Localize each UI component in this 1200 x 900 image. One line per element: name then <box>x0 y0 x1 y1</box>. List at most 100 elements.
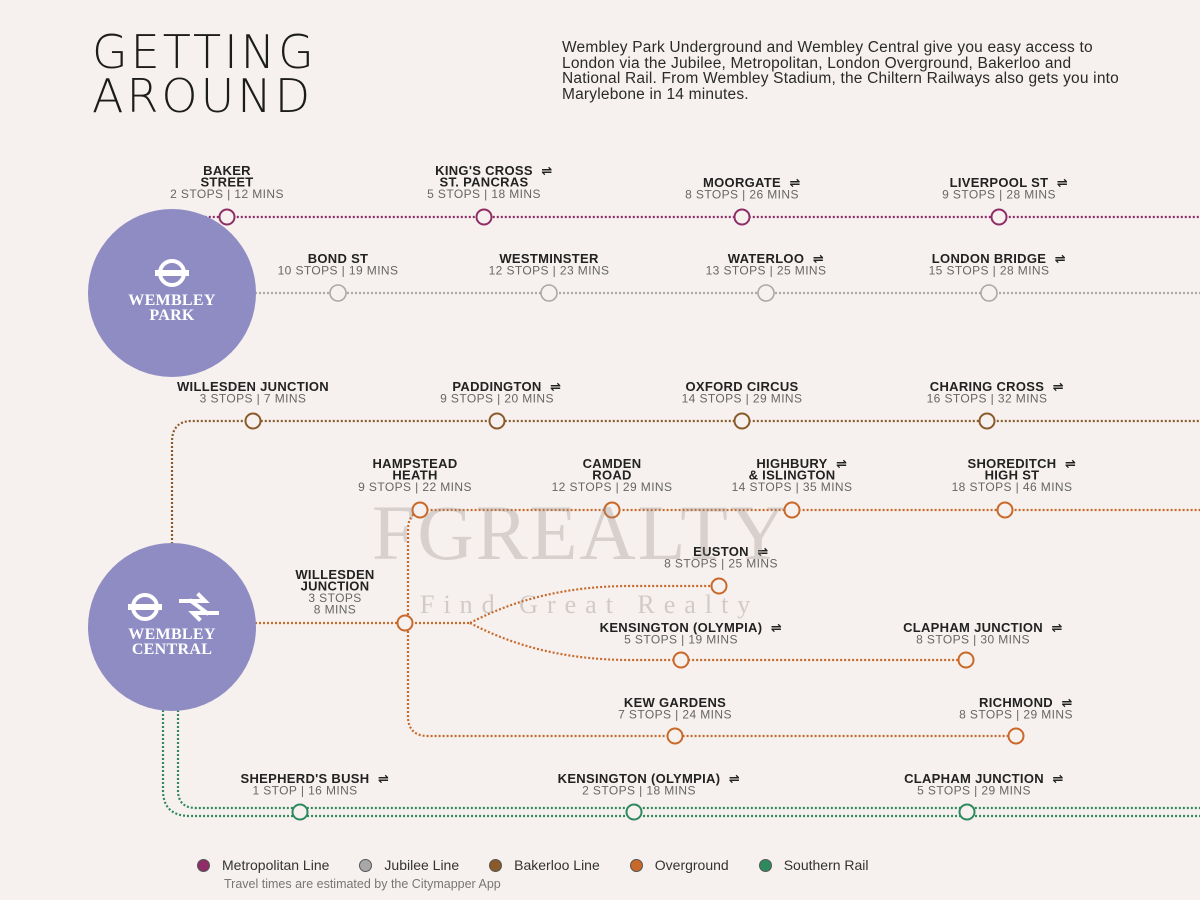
station-name: SHEPHERD'S BUSH <box>241 771 370 786</box>
travel-time-footnote: Travel times are estimated by the Cityma… <box>224 877 501 891</box>
station-3[interactable]: LIVERPOOL ST⇌9 STOPS | 28 MINS <box>942 175 1068 226</box>
station-6[interactable]: WATERLOO⇌13 STOPS | 25 MINS <box>706 251 827 302</box>
station-name: SHOREDITCH <box>968 456 1057 471</box>
station-name: ST. PANCRAS <box>439 175 528 190</box>
station-name: HIGH ST <box>985 468 1040 483</box>
station-7[interactable]: LONDON BRIDGE⇌15 STOPS | 28 MINS <box>929 251 1066 302</box>
legend-item-metropolitan: Metropolitan Line <box>197 857 329 873</box>
station-name: HIGHBURY <box>756 456 827 471</box>
station-journey-info: 9 STOPS | 20 MINS <box>440 392 554 406</box>
legend-swatch <box>758 858 772 872</box>
station-journey-info: 7 STOPS | 24 MINS <box>618 708 732 722</box>
station-name: RICHMOND <box>979 695 1053 710</box>
station-journey-info: 12 STOPS | 23 MINS <box>489 264 610 278</box>
station-journey-info: 14 STOPS | 29 MINS <box>682 392 803 406</box>
station-9[interactable]: PADDINGTON⇌9 STOPS | 20 MINS <box>440 379 561 430</box>
station-marker <box>1007 727 1025 745</box>
station-21[interactable]: RICHMOND⇌8 STOPS | 29 MINS <box>959 695 1073 745</box>
national-rail-icon: ⇌ <box>1051 621 1062 636</box>
legend-swatch <box>359 858 373 872</box>
station-2[interactable]: MOORGATE⇌8 STOPS | 26 MINS <box>685 175 801 226</box>
station-23[interactable]: KENSINGTON (OLYMPIA)⇌2 STOPS | 18 MINS <box>558 771 740 821</box>
station-name: CHARING CROSS <box>930 379 1044 394</box>
station-journey-info: 2 STOPS | 12 MINS <box>170 187 284 201</box>
southern-line-path-b <box>176 670 1200 810</box>
hub-circle <box>88 209 256 377</box>
station-journey-info: 1 STOP | 16 MINS <box>252 784 357 798</box>
legend-item-jubilee: Jubilee Line <box>359 857 459 873</box>
national-rail-icon: ⇌ <box>1057 176 1068 191</box>
station-marker <box>291 803 309 821</box>
legend-label: Overground <box>654 857 729 873</box>
station-name: MOORGATE <box>703 175 781 190</box>
overground-kensington-path <box>469 622 966 662</box>
station-marker <box>710 577 728 595</box>
station-18[interactable]: KENSINGTON (OLYMPIA)⇌5 STOPS | 19 MINS <box>600 620 782 669</box>
station-marker <box>783 501 801 519</box>
station-name: WESTMINSTER <box>499 251 599 266</box>
station-marker <box>396 614 414 632</box>
station-journey-info: 5 STOPS | 29 MINS <box>917 784 1031 798</box>
station-journey-info: 8 STOPS | 30 MINS <box>916 633 1030 647</box>
station-journey-info: 13 STOPS | 25 MINS <box>706 264 827 278</box>
station-marker <box>957 651 975 669</box>
hub-label-line1: WEMBLEY <box>128 626 216 643</box>
station-journey-info: 2 STOPS | 18 MINS <box>582 784 696 798</box>
national-rail-icon: ⇌ <box>541 164 552 179</box>
national-rail-icon: ⇌ <box>813 252 824 267</box>
station-19[interactable]: CLAPHAM JUNCTION ⇌ 8 STOPS | 30 MINS <box>903 620 1062 669</box>
overground-euston-path <box>469 584 719 624</box>
national-rail-icon: ⇌ <box>378 772 389 787</box>
national-rail-icon: ⇌ <box>1055 252 1066 267</box>
station-name: CAMDEN <box>583 456 642 471</box>
station-journey-info: 8 STOPS | 25 MINS <box>664 557 778 571</box>
national-rail-icon: ⇌ <box>1062 696 1073 711</box>
legend-label: Southern Rail <box>783 857 869 873</box>
station-marker <box>978 412 996 430</box>
station-name: CLAPHAM JUNCTION <box>904 771 1044 786</box>
station-name: KEW GARDENS <box>624 695 726 710</box>
station-journey-info: 9 STOPS | 28 MINS <box>942 188 1056 202</box>
station-17[interactable]: EUSTON⇌8 STOPS | 25 MINS <box>664 544 778 595</box>
station-journey-info: 8 STOPS | 26 MINS <box>685 188 799 202</box>
station-marker <box>666 727 684 745</box>
station-name: & ISLINGTON <box>749 468 836 483</box>
station-marker <box>540 284 558 302</box>
route-lines <box>161 215 1200 818</box>
station-24[interactable]: CLAPHAM JUNCTION⇌5 STOPS | 29 MINS <box>904 771 1063 821</box>
station-name: LONDON BRIDGE <box>932 251 1046 266</box>
station-journey-info: 8 MINS <box>314 603 356 617</box>
station-marker <box>990 208 1008 226</box>
overground-kew-path <box>406 623 1016 738</box>
station-name: HAMPSTEAD <box>372 456 457 471</box>
legend-item-bakerloo: Bakerloo Line <box>489 857 600 873</box>
legend-swatch <box>489 858 503 872</box>
station-22[interactable]: SHEPHERD'S BUSH ⇌ 1 STOP | 16 MINS <box>241 771 390 821</box>
station-marker <box>980 284 998 302</box>
station-journey-info: 14 STOPS | 35 MINS <box>732 480 853 494</box>
underground-roundel-icon <box>155 259 189 287</box>
station-11[interactable]: CHARING CROSS⇌16 STOPS | 32 MINS <box>927 379 1064 430</box>
legend-item-overground: Overground <box>629 857 729 873</box>
national-rail-icon: ⇌ <box>771 621 782 636</box>
metropolitan-line-path <box>170 215 1200 248</box>
national-rail-icon: ⇌ <box>729 772 740 787</box>
station-journey-info: 9 STOPS | 22 MINS <box>358 480 472 494</box>
station-marker <box>958 803 976 821</box>
station-name: CLAPHAM JUNCTION <box>903 620 1043 635</box>
national-rail-icon: ⇌ <box>836 457 847 472</box>
